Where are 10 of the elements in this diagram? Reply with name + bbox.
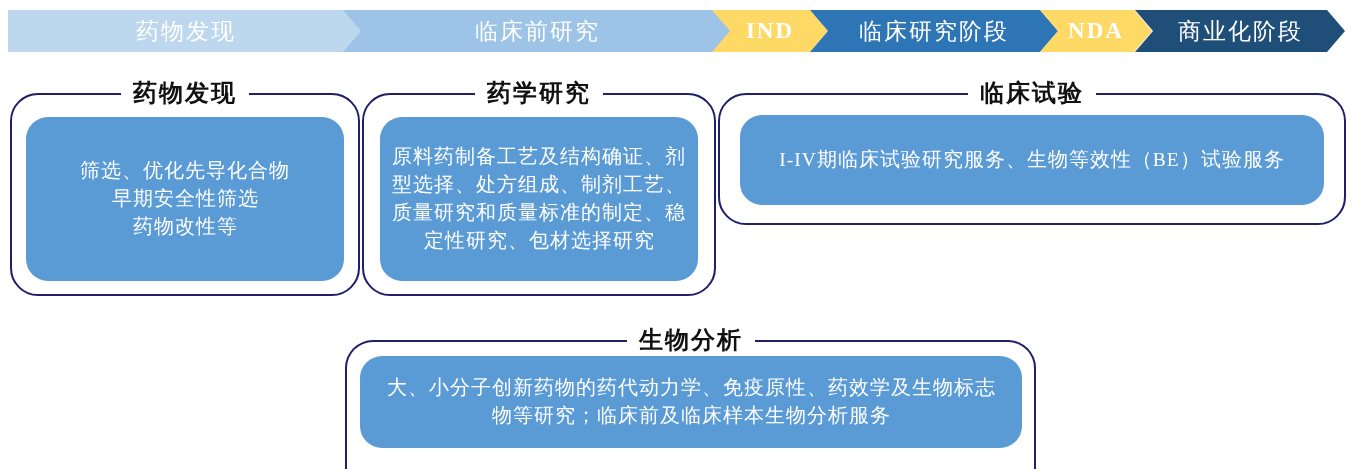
content-box: 筛选、优化先导化合物 早期安全性筛选 药物改性等 [26, 117, 344, 281]
content-box: I-IV期临床试验研究服务、生物等效性（BE）试验服务 [740, 115, 1324, 205]
phase-band: 临床前研究 [343, 10, 731, 52]
content-box: 原料药制备工艺及结构确证、剂型选择、处方组成、制剂工艺、质量研究和质量标准的制定、稳定性研究、包材选择研究 [380, 117, 698, 281]
content-box: 大、小分子创新药物的药代动力学、免疫原性、药效学及生物标志物等研究；临床前及临床样本生物分析服务 [360, 356, 1022, 448]
phase-band: NDA [1040, 10, 1152, 52]
phase-band: 药物发现 [8, 10, 364, 52]
phase-band: IND [712, 10, 828, 52]
phase-band: 临床研究阶段 [810, 10, 1058, 52]
phase-band: 商业化阶段 [1135, 10, 1345, 52]
